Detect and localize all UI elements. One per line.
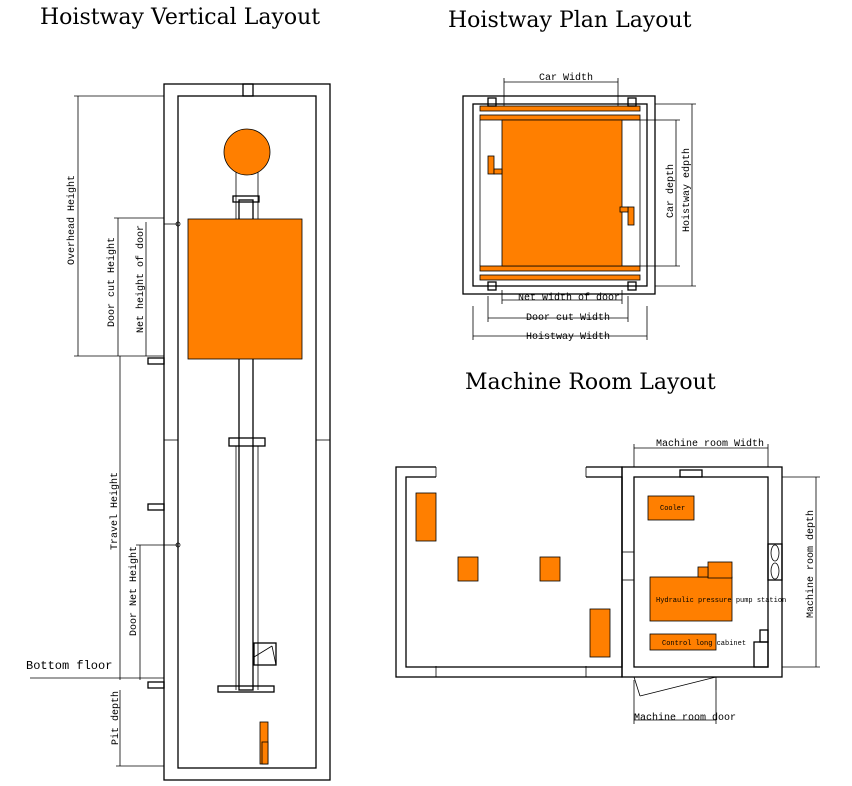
label-control-cabinet: Control long cabinet [662, 640, 746, 648]
title-hoistway-plan: Hoistway Plan Layout [448, 8, 692, 33]
hoistway-outer-wall [163, 83, 331, 781]
label-pit-depth: Pit depth [110, 691, 122, 745]
landing-door-lower [147, 681, 165, 689]
plan-car [501, 119, 623, 267]
door-operator-left [487, 155, 495, 175]
hoist-equipment-c [539, 556, 561, 582]
label-door-cut-height: Door cut Height [106, 237, 118, 327]
hoist-equipment-a [415, 492, 437, 542]
top-hook [242, 83, 254, 97]
buffer-base [217, 685, 275, 693]
safety-gear-box [253, 642, 277, 666]
label-car-width: Car Width [539, 72, 593, 84]
plan-inner-wall [472, 103, 648, 287]
cylinder-collar [228, 437, 266, 447]
label-net-width-of-door: Net Width of door [518, 292, 620, 304]
rail-bottom-a [479, 265, 641, 272]
door-operator-right [627, 206, 635, 226]
hoistway-inner-wall [177, 95, 317, 769]
hoistway-plan-section: Car Width Car depth Hoistway edpth Net W… [462, 72, 696, 343]
pulley-sheave [223, 128, 271, 176]
hoistway-vertical-section: Overhead Height Door cut Height Net heig… [26, 83, 331, 781]
rail-top-a [479, 105, 641, 112]
label-travel-height: Travel Height [109, 472, 121, 550]
hoist-equipment-d [589, 608, 611, 658]
landing-door-upper [147, 357, 165, 365]
label-pump-station: Hydraulic pressure pump station [656, 597, 786, 605]
title-machine-room: Machine Room Layout [465, 370, 716, 395]
machine-room-section: Cooler Hydraulic pressure pump station C… [395, 438, 820, 724]
machine-room-window [767, 543, 783, 581]
plunger-rod [238, 199, 254, 691]
pump-station [649, 576, 733, 622]
cooler-unit [647, 495, 695, 521]
elevator-car [187, 218, 303, 360]
label-car-depth: Car depth [665, 164, 677, 218]
rod-top-cap [232, 195, 260, 203]
title-hoistway-vertical: Hoistway Vertical Layout [40, 5, 320, 30]
label-net-height-of-door: Net height of door [135, 225, 147, 333]
label-machine-room-depth: Machine room depth [805, 510, 817, 618]
hoistway-room-inner [405, 476, 623, 668]
landing-door-mid [147, 503, 165, 511]
label-hoistway-depth: Hoistway edpth [681, 148, 693, 232]
label-bottom-floor: Bottom floor [26, 659, 112, 673]
label-machine-room-width: Machine room Width [656, 438, 764, 450]
label-cooler: Cooler [660, 505, 685, 513]
label-overhead-height: Overhead Height [66, 175, 78, 265]
rail-top-b [479, 114, 641, 121]
rail-bottom-b [479, 274, 641, 281]
label-door-cut-width: Door cut Width [526, 312, 610, 324]
label-hoistway-width: Hoistway Width [526, 331, 610, 343]
label-door-net-height: Door Net Height [128, 546, 140, 636]
label-machine-room-door: Machine room door [634, 712, 736, 724]
plan-outer-wall [462, 95, 656, 295]
control-cabinet [649, 633, 717, 651]
hoist-equipment-b [457, 556, 479, 582]
